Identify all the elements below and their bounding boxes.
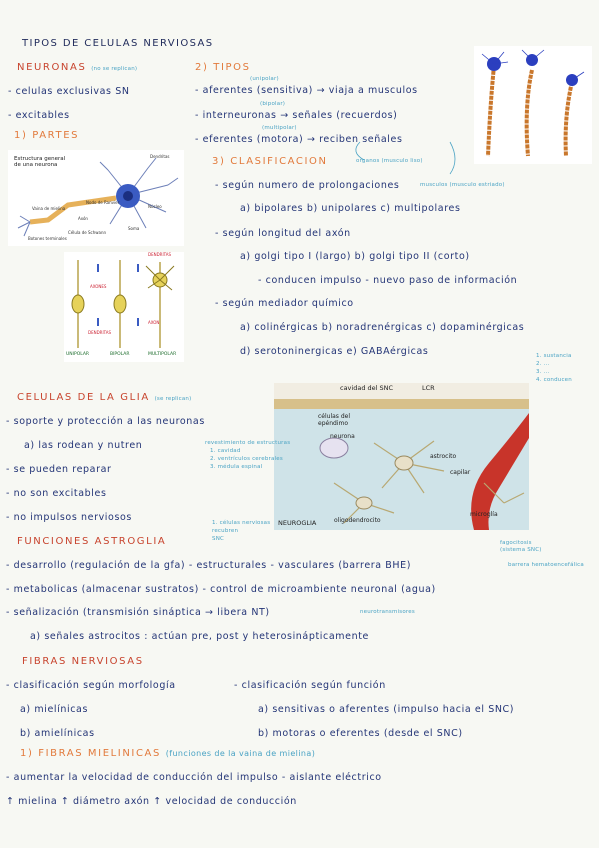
fibras-left-2: a) mielínicas xyxy=(20,704,89,715)
neuron-types-color-image xyxy=(474,46,592,164)
fibras-left-3: b) amielínicas xyxy=(20,728,95,739)
mielinicas-heading: 1) FIBRAS MIELINICAS (funciones de la va… xyxy=(20,748,316,759)
neuronas-note: (no se replican) xyxy=(91,66,138,72)
neuroglia-drawing xyxy=(319,413,529,530)
glia-label-cavidad: cavidad del SNC xyxy=(340,384,394,392)
label-axon: Axón xyxy=(78,216,88,221)
neuronas-item-2: - excitables xyxy=(8,110,70,121)
glia-note-right-0: 1. sustancia xyxy=(536,353,572,359)
glia-note-right-2: 3. ... xyxy=(536,369,550,375)
label-nucleo: Núcleo xyxy=(148,204,162,209)
tipos-muscle-note: musculos (musculo estriado) xyxy=(420,182,505,188)
label-soma: Soma xyxy=(128,226,140,231)
types-label-axon: AXON xyxy=(148,320,160,325)
glia-note-bottom-1: recubren xyxy=(212,528,239,534)
glia-line-1: - soporte y protección a las neuronas xyxy=(6,416,205,427)
glia-label-astrocito: astrocito xyxy=(430,453,457,460)
glia-note-left-0: revestimiento de estructuras xyxy=(205,440,291,446)
glia-note-right-3: 4. conducen xyxy=(536,377,572,383)
clasificacion-heading: 3) CLASIFICACION xyxy=(212,156,328,167)
glia-note-microglia-0: fagocitosis xyxy=(500,540,532,546)
astroglia-heading: FUNCIONES ASTROGLIA xyxy=(17,536,167,547)
tipos-line-1: - aferentes (sensitiva) → viaja a muscul… xyxy=(195,85,418,96)
label-botones: Botones terminales xyxy=(28,236,67,241)
glia-note-left-3: 3. médula espinal xyxy=(210,464,263,470)
tipos-organs-note: organos (musculo liso) xyxy=(356,158,423,164)
types-label-unipolar: UNIPOLAR xyxy=(66,352,90,357)
glia-line-2: a) las rodean y nutren xyxy=(24,440,143,451)
glia-line-4: - no son excitables xyxy=(6,488,107,499)
neuron-types-color-drawing xyxy=(481,49,585,157)
tipos-note-1: (unipolar) xyxy=(250,76,279,82)
astroglia-line-1: - desarrollo (regulación de la gfa) - es… xyxy=(6,560,412,571)
glia-line-3: - se pueden reparar xyxy=(6,464,112,475)
mielinicas-line-1: - aumentar la velocidad de conducción de… xyxy=(6,772,382,783)
glia-line-5: - no impulsos nerviosos xyxy=(6,512,132,523)
glia-note-microglia-1: (sistema SNC) xyxy=(500,547,542,553)
astroglia-line-2: - metabolicas (almacenar sustratos) - co… xyxy=(6,584,436,595)
astroglia-note-bhe: barrera hematoencefálica xyxy=(508,562,584,568)
fibras-right-1: - clasificación según función xyxy=(234,680,386,691)
neuron-drawing xyxy=(17,157,179,237)
tipos-line-2: - interneuronas → señales (recuerdos) xyxy=(195,110,398,121)
clasif-line-2: a) bipolares b) unipolares c) multipolar… xyxy=(240,203,461,214)
mielinicas-line-2: ↑ mielina ↑ diámetro axón ↑ velocidad de… xyxy=(6,796,297,807)
neuronas-heading: NEURONAS (no se replican) xyxy=(17,62,138,73)
astroglia-line-3: - señalización (transmisión sináptica → … xyxy=(6,607,270,618)
label-dendritas: Dendritas xyxy=(150,154,170,159)
glia-note-left-1: 1. cavidad xyxy=(210,448,241,454)
types-label-axones: AXONES xyxy=(90,284,107,289)
clasif-line-1: - según numero de prolongaciones xyxy=(215,180,400,191)
glia-note-bottom-0: 1. células nerviosas xyxy=(212,520,271,526)
clasif-line-7: a) colinérgicas b) noradrenérgicas c) do… xyxy=(240,322,525,333)
astroglia-note-nt: neurotransmisores xyxy=(360,609,415,615)
clasif-line-6: - según mediador químico xyxy=(215,298,354,309)
glia-label-neuroglia: NEUROGLIA xyxy=(278,519,317,527)
glia-label-microglia: microglía xyxy=(470,511,498,518)
partes-heading: 1) PARTES xyxy=(14,130,80,141)
types-label-dendritas: DENDRITAS xyxy=(88,330,112,335)
types-label-dendritas-top: DENDRITAS xyxy=(148,252,172,257)
fibras-left-1: - clasificación según morfología xyxy=(6,680,176,691)
glia-note-bottom-2: SNC xyxy=(212,536,225,542)
fibras-right-2: a) sensitivas o aferentes (impulso hacia… xyxy=(258,704,515,715)
glia-label-ependimo: células del epéndimo xyxy=(318,413,351,427)
types-label-bipolar: BIPOLAR xyxy=(110,352,130,357)
label-schwann: Célula de Schwann xyxy=(68,230,107,235)
tipos-note-3: (multipolar) xyxy=(262,125,297,131)
neuron-types-diagram: DENDRITAS AXONES DENDRITAS AXON UNIPOLAR… xyxy=(64,252,184,362)
tipos-heading: 2) TIPOS xyxy=(195,62,251,73)
astroglia-line-4: a) señales astrocitos : actúan pre, post… xyxy=(30,631,369,642)
fibras-heading: FIBRAS NERVIOSAS xyxy=(22,656,144,667)
tipos-note-2: (bipolar) xyxy=(260,101,286,107)
glia-label-neurona: neurona xyxy=(330,433,355,440)
glia-note-right-1: 2. ... xyxy=(536,361,550,367)
clasif-line-8: d) serotoninergicas e) GABAérgicas xyxy=(240,346,429,357)
neuron-types-drawing xyxy=(71,260,175,348)
clasif-line-4: a) golgi tipo I (largo) b) golgi tipo II… xyxy=(240,251,470,262)
glia-note: (se replican) xyxy=(154,396,192,402)
glia-label-capilar: capilar xyxy=(450,469,471,476)
page-title: TIPOS DE CELULAS NERVIOSAS xyxy=(22,38,214,49)
label-ranvier: Nodo de Ranvier xyxy=(86,200,120,205)
glia-heading: CELULAS DE LA GLIA (se replican) xyxy=(17,392,192,403)
tipos-arrows xyxy=(355,141,456,175)
glia-label-lcr: LCR xyxy=(422,384,435,392)
mielinicas-note: (funciones de la vaina de mielina) xyxy=(165,749,316,758)
fibras-right-3: b) motoras o eferentes (desde el SNC) xyxy=(258,728,463,739)
glia-label-oligodendrocito: oligodendrocito xyxy=(334,517,381,524)
tipos-line-3: - eferentes (motora) → reciben señales xyxy=(195,134,403,145)
label-vaina: Vaina de mielina xyxy=(32,206,66,211)
neuronas-item-1: - celulas exclusivas SN xyxy=(8,86,130,97)
clasif-line-3: - según longitud del axón xyxy=(215,228,351,239)
neuron-diagram-title: Estructura general de una neurona xyxy=(14,156,66,168)
neuron-structure-diagram: Estructura general de una neurona Dendri… xyxy=(8,150,184,246)
glia-note-left-2: 2. ventrículos cerebrales xyxy=(210,456,283,462)
clasif-line-5: - conducen impulso - nuevo paso de infor… xyxy=(258,275,518,286)
neuroglia-image: cavidad del SNC LCR células del epéndimo… xyxy=(274,383,529,530)
types-label-multipolar: MULTIPOLAR xyxy=(148,352,177,357)
